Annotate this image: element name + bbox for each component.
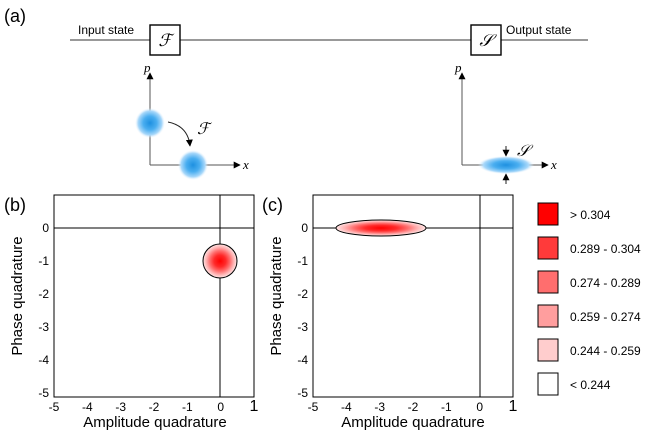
legend-swatch [537,236,559,260]
panel-b-frame [53,194,255,398]
panel-c: (c) -5 -4 -3 -2 -1 0 1 0 -1 -2 -3 -4 -5 Amplitude q… [262,194,518,431]
x-tick-label: -2 [149,400,160,414]
legend-label: 0.259 - 0.274 [570,310,641,324]
left-x-axis-label: x [242,157,249,172]
legend-label: 0.244 - 0.259 [570,344,641,358]
input-state-label: Input state [78,23,134,37]
panel-c-y-ticks: 0 -1 -2 -3 -4 -5 [297,221,308,400]
panel-b-coherent-blob [202,243,238,279]
panel-c-squeezed-blob [335,219,427,237]
legend-swatch [537,372,559,396]
y-tick-label: -4 [297,353,308,367]
y-tick-label: -2 [297,287,308,301]
coherent-state-after [178,150,208,180]
panel-c-x-ticks: -5 -4 -3 -2 -1 0 1 [308,398,518,415]
panel-c-ylabel: Phase quadrature [268,236,285,355]
x-tick-label: -3 [115,400,126,414]
transform-f-label: ℱ [197,121,213,138]
panel-a-label: (a) [4,6,26,26]
right-x-axis-label: x [550,157,557,172]
y-tick-label: -5 [38,386,49,400]
y-tick-label: 0 [301,221,308,235]
x-tick-label: -5 [308,400,319,414]
legend-swatch [537,270,559,294]
panel-b-label: (b) [4,195,26,215]
legend-label: 0.274 - 0.289 [570,276,641,290]
left-p-axis-label: p [143,60,151,75]
y-tick-label: 0 [42,221,49,235]
panel-b-y-ticks: 0 -1 -2 -3 -4 -5 [38,221,49,400]
x-tick-label: -3 [374,400,385,414]
x-tick-label: -4 [341,400,352,414]
x-tick-label: -5 [49,400,60,414]
legend-swatch [537,304,559,328]
y-tick-label: -2 [38,287,49,301]
right-p-axis-label: p [454,60,462,75]
gate-f-box [149,24,181,56]
legend: > 0.304 0.289 - 0.304 0.274 - 0.289 0.259 -… [537,202,641,396]
panel-c-frame [312,194,514,398]
y-tick-label: -4 [38,353,49,367]
gate-f-label: ℱ [158,31,175,50]
legend-label: < 0.244 [570,378,611,392]
legend-swatch [537,202,559,226]
squeezed-state [478,156,534,174]
output-state-label: Output state [506,23,572,37]
legend-swatch [537,338,559,362]
x-tick-label: -1 [441,400,452,414]
y-tick-label: -1 [297,254,308,268]
x-tick-label: 1 [509,398,518,415]
transform-arrow [167,121,193,147]
panel-c-xlabel: Amplitude quadrature [341,414,484,431]
panel-b-ylabel: Phase quadrature [9,236,26,355]
x-tick-label: -1 [182,400,193,414]
legend-label: 0.289 - 0.304 [570,242,641,256]
transform-s-label: 𝒮 [517,143,534,160]
x-tick-label: 0 [217,400,224,414]
panel-c-label: (c) [262,195,283,215]
y-tick-label: -5 [297,386,308,400]
y-tick-label: -3 [297,320,308,334]
y-tick-label: -1 [38,254,49,268]
gate-s-box [470,24,502,56]
coherent-state-before [135,108,165,138]
panel-b-x-ticks: -5 -4 -3 -2 -1 0 1 [49,398,259,415]
x-tick-label: -2 [408,400,419,414]
x-tick-label: 1 [250,398,259,415]
x-tick-label: -4 [82,400,93,414]
x-tick-label: 0 [476,400,483,414]
panel-b-xlabel: Amplitude quadrature [83,414,226,431]
y-tick-label: -3 [38,320,49,334]
panel-a: (a) Input state Output state ℱ 𝒮 p x ℱ p… [4,6,588,184]
panel-b: (b) -5 -4 -3 -2 -1 0 1 0 -1 -2 -3 -4 -5 Amplitude q… [4,194,259,431]
legend-label: > 0.304 [570,208,611,222]
